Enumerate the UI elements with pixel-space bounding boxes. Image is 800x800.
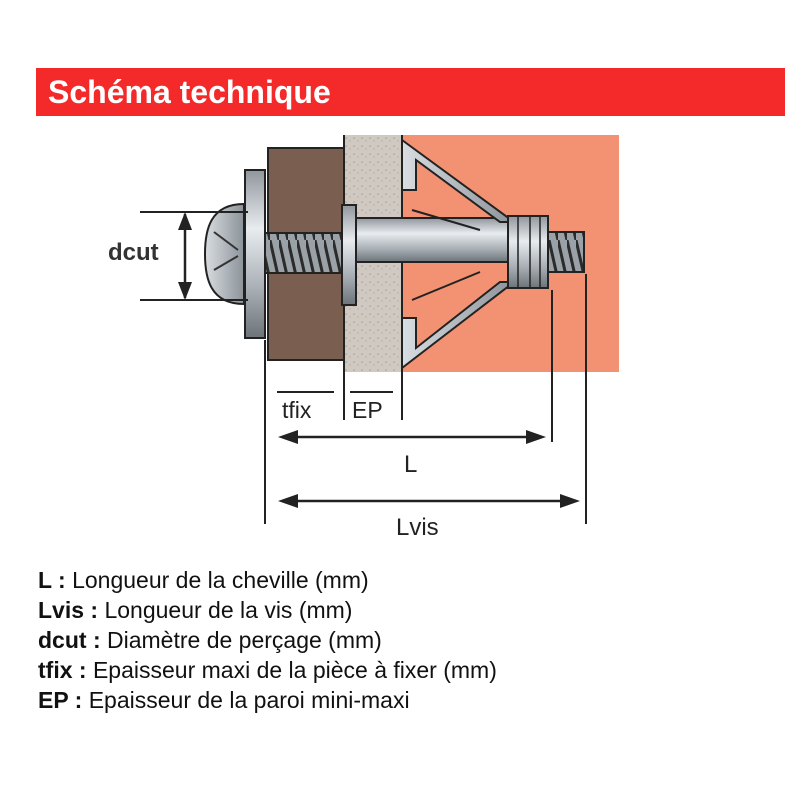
legend-desc: Epaisseur de la paroi mini-maxi	[82, 687, 410, 713]
legend-desc: Longueur de la vis (mm)	[98, 597, 353, 623]
legend-term: Lvis :	[38, 597, 99, 623]
ep-dimension: EP	[350, 391, 393, 423]
anchor-diagram-svg: dcut tfix EP L Lvis	[108, 135, 619, 541]
technical-diagram: dcut tfix EP L Lvis	[0, 120, 800, 541]
washer	[244, 169, 266, 339]
title-banner: Schéma technique	[36, 68, 785, 116]
legend-term: EP :	[38, 687, 83, 713]
legend-item-lvis: Lvis : Longueur de la vis (mm)	[38, 595, 778, 625]
l-dimension: L	[278, 430, 546, 478]
legend-item-tfix: tfix : Epaisseur maxi de la pièce à fixe…	[38, 655, 778, 685]
tfix-label: tfix	[282, 397, 312, 423]
legend-item-ep: EP : Epaisseur de la paroi mini-maxi	[38, 685, 778, 715]
legend-term: dcut :	[38, 627, 101, 653]
legend: L : Longueur de la cheville (mm) Lvis : …	[38, 565, 778, 715]
screw-head	[203, 202, 245, 306]
legend-desc: Longueur de la cheville (mm)	[65, 567, 369, 593]
legend-item-dcut: dcut : Diamètre de perçage (mm)	[38, 625, 778, 655]
l-label: L	[404, 451, 417, 478]
legend-term: tfix :	[38, 657, 87, 683]
anchor-collar	[341, 204, 357, 306]
screw-tip	[547, 231, 585, 273]
lvis-dimension: Lvis	[278, 494, 580, 541]
legend-desc: Diamètre de perçage (mm)	[100, 627, 382, 653]
tfix-dimension: tfix	[277, 391, 334, 423]
page-title: Schéma technique	[48, 74, 331, 110]
dcut-dimension: dcut	[108, 211, 248, 301]
anchor-sleeve	[353, 217, 515, 263]
legend-desc: Epaisseur maxi de la pièce à fixer (mm)	[86, 657, 497, 683]
legend-term: L :	[38, 567, 66, 593]
screw-shank	[264, 232, 356, 274]
dcut-label: dcut	[108, 239, 159, 266]
lvis-label: Lvis	[396, 514, 439, 540]
anchor-nut	[507, 215, 549, 289]
ep-label: EP	[352, 397, 383, 423]
legend-item-l: L : Longueur de la cheville (mm)	[38, 565, 778, 595]
